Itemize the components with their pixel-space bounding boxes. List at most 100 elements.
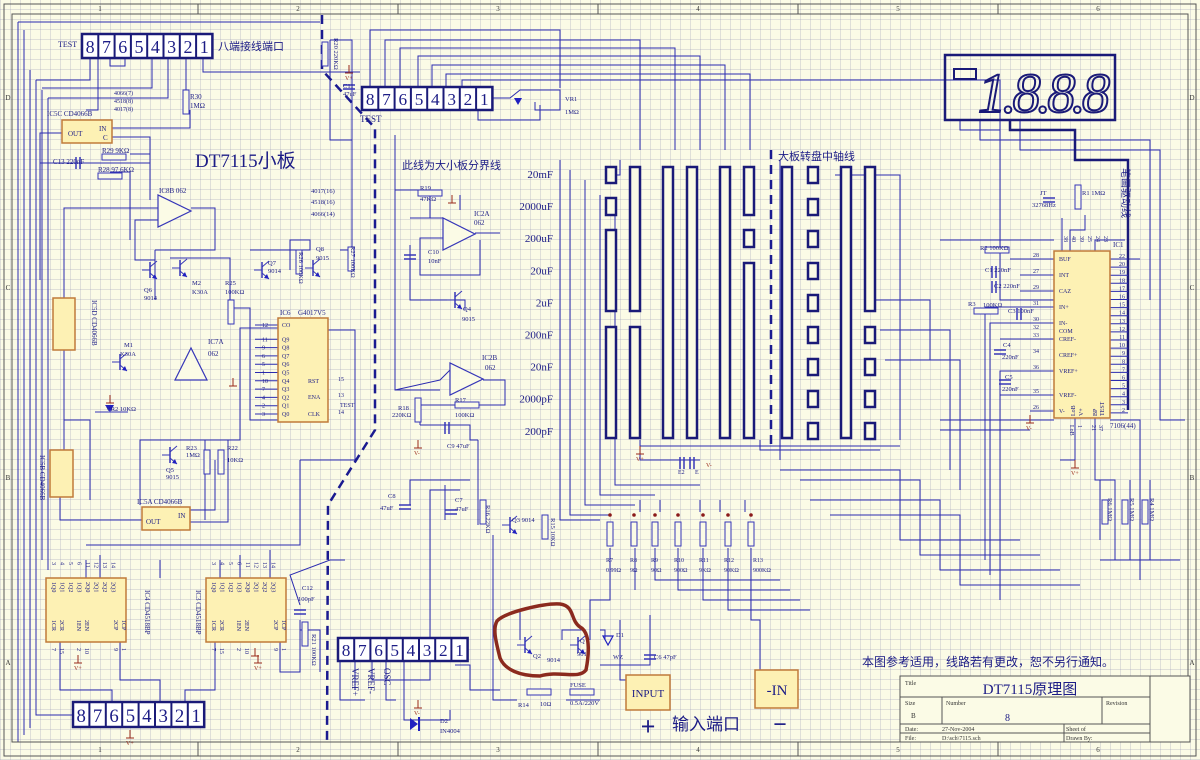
wire <box>63 207 158 300</box>
c2-label: C2 220nF <box>994 283 1020 290</box>
range-switch-contact <box>685 165 699 440</box>
chip-pin-label: 1CR <box>50 620 56 631</box>
r14-label: R14 <box>518 702 530 709</box>
ic8b-label: IC8B 062 <box>159 187 187 195</box>
connector-pin: 2 <box>464 90 473 109</box>
chip-pin-number: 10 <box>262 379 268 385</box>
ic3-label: IC3 CD4518BP <box>194 590 202 635</box>
chip-pin-label: VREF- <box>1059 393 1076 399</box>
q7v-label: 9014 <box>268 268 282 275</box>
q5-label: Q5 <box>166 467 174 474</box>
ic6-part: G4017V5 <box>298 309 326 317</box>
chip-pin-label: 1Q3 <box>236 582 242 592</box>
wire <box>492 89 561 111</box>
wire <box>329 40 352 141</box>
vr1-label: VR1 <box>565 96 577 103</box>
chip-pin-number: 5 <box>67 562 73 565</box>
chip-pin-label: CO <box>282 323 291 329</box>
resistor-r9 <box>651 521 659 547</box>
mosfet-m2 <box>179 258 188 266</box>
chip-pin-number: 12 <box>93 562 99 568</box>
chip-pin-label: CLK <box>308 412 321 418</box>
title-label: Title <box>905 681 916 687</box>
chip-pin-number: 18 <box>1119 278 1125 284</box>
range-switch-contact <box>806 357 820 377</box>
chip-pin-label: Q7 <box>282 354 289 360</box>
r10-label: R10 <box>674 558 684 564</box>
chip-pin-number: 26 <box>1033 405 1039 411</box>
power-label: V+ <box>636 457 644 463</box>
chip-pin-label: 2Q3 <box>270 582 276 592</box>
chip-pin-number: 2 <box>1122 408 1125 414</box>
wire <box>880 329 951 470</box>
wire <box>589 548 611 640</box>
pin-label: OUT <box>68 130 83 138</box>
range-switch-contact <box>628 165 642 313</box>
opamp-ic8b <box>157 194 193 228</box>
junction-dot <box>608 513 612 517</box>
wire <box>417 55 701 150</box>
chip-pin-label: CREF- <box>1059 337 1076 343</box>
resistor-r25 <box>227 299 235 325</box>
range-label: 2000uF <box>519 201 553 213</box>
chip-pin-label: COM <box>1059 329 1073 335</box>
ic4-label: IC4 CD4518BP <box>143 590 151 635</box>
chip-pin-label: 1Q1 <box>59 582 65 592</box>
chip-pin-label: 2Q0 <box>84 582 90 592</box>
chip-pin-label: 1CP <box>120 620 126 631</box>
power-label: V+ <box>345 76 353 82</box>
osc-label: OSC <box>382 668 392 686</box>
r8-label: R8 <box>630 558 637 564</box>
connector-pin: 2 <box>439 641 448 660</box>
chip-pin-number: 12 <box>1119 327 1125 333</box>
chip-pin-number: 37 <box>1097 425 1103 431</box>
vref-plus-label: VREF+ <box>350 668 360 696</box>
row-marker: B <box>1190 474 1195 482</box>
m1-label: M1 <box>124 342 133 349</box>
chip-pin-label: 1EN <box>75 620 81 632</box>
connector-pin: 1 <box>200 37 209 57</box>
resistor-r12 <box>724 521 732 547</box>
wire <box>48 58 169 99</box>
column-marker: 4 <box>696 746 700 754</box>
net-label: 4518(8) <box>114 98 133 105</box>
wire <box>431 64 726 150</box>
column-marker: 5 <box>896 5 900 13</box>
resistor-r19 <box>417 189 443 197</box>
column-marker: 1 <box>98 746 102 754</box>
battery-indicator-icon <box>953 68 977 80</box>
chip-pin-label: INT <box>1059 273 1069 279</box>
chip-pin-number: 21 <box>1090 425 1096 431</box>
ic5b-label: IC5B CD4066B <box>38 455 46 501</box>
chip-pin-label: Q3 <box>282 387 289 393</box>
chip-pin-label: 2CP <box>112 620 118 631</box>
column-marker: 6 <box>1096 5 1100 13</box>
c8-label: C8 <box>388 493 396 500</box>
chip-pin-number: 10 <box>83 648 89 654</box>
chip-pin-number: 3 <box>262 412 265 418</box>
revision-label: Revision <box>1106 701 1127 707</box>
wire <box>989 322 1054 575</box>
range-switch-contact <box>742 261 756 440</box>
r18-label: R18 <box>398 405 409 412</box>
d1-label: D1 <box>616 632 624 639</box>
chip-pin-number: 1 <box>120 648 126 651</box>
wire <box>569 170 610 516</box>
range-switch-contact <box>806 261 820 281</box>
range-switch-contact <box>806 389 820 409</box>
wire <box>112 136 151 200</box>
transistor-q3 <box>509 515 518 523</box>
lcd-digits: 1.8.8.8 <box>978 63 1110 125</box>
chip-pin-number: 14 <box>110 562 116 568</box>
c7v-label: 47uF <box>455 506 469 513</box>
connector-pin: 6 <box>374 641 383 660</box>
connector-pin: 3 <box>423 641 432 660</box>
transistor-q4 <box>454 290 463 298</box>
chip-pin-label: 1Q3 <box>76 582 82 592</box>
range-switch-contact <box>863 357 877 377</box>
wire <box>139 439 229 523</box>
range-label: 200pF <box>525 426 553 438</box>
resistor-r16 <box>479 499 487 525</box>
wire <box>371 489 460 681</box>
chip-pin-number: 3 <box>210 562 216 565</box>
